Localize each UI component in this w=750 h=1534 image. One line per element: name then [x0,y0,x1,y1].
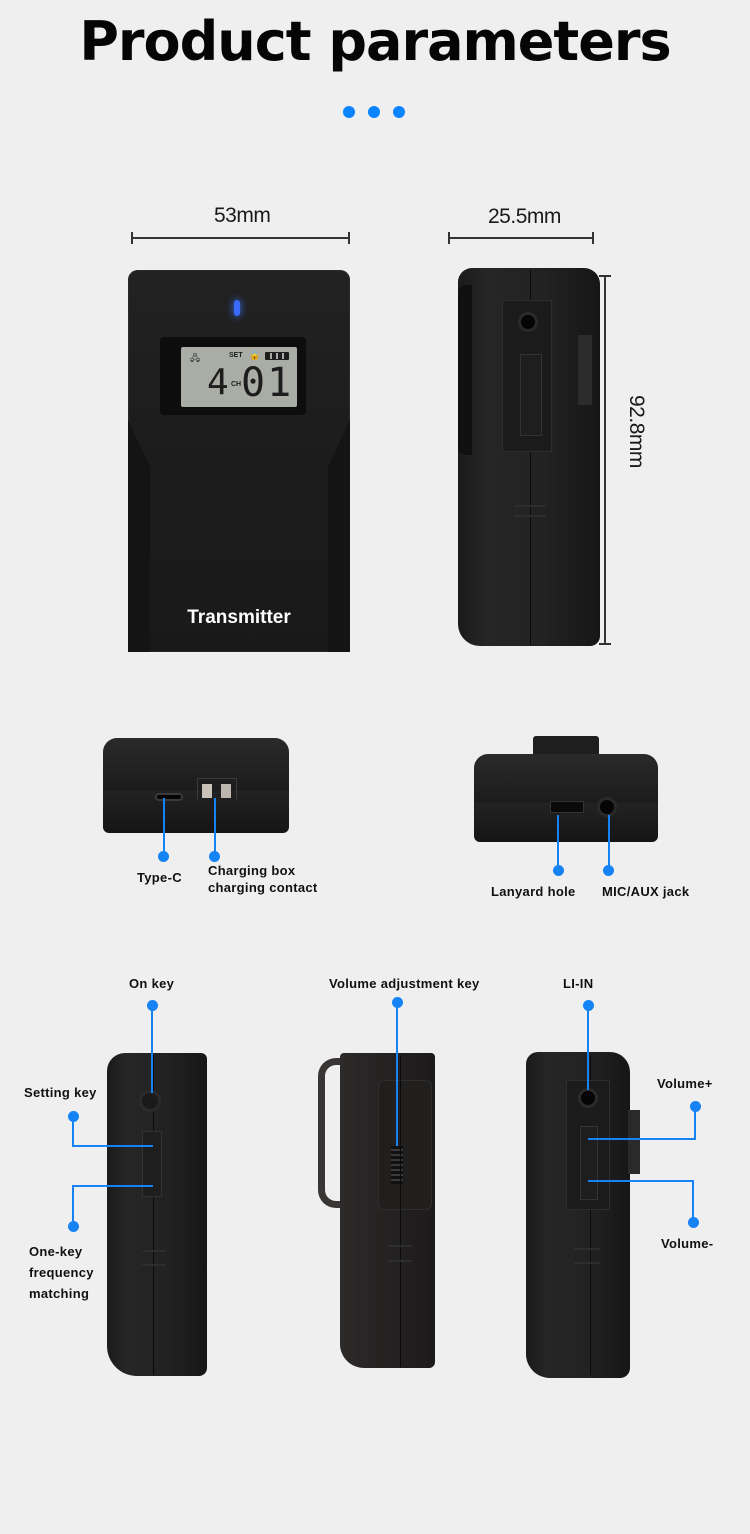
power-button-icon [139,1090,161,1112]
mic-aux-jack-icon [597,797,617,817]
width-dimension-label: 53mm [214,204,271,227]
lcd-screen: 🖧 SET 🔒 4 CH 01 [181,347,297,407]
lcd-set-indicator: SET [229,352,243,359]
callout-line [587,1005,589,1090]
mic-aux-jack-label: MIC/AUX jack [602,884,690,899]
transmitter-bottom-view [103,738,289,833]
callout-line [694,1106,696,1139]
callout-line [72,1185,74,1223]
transmitter-top-view [474,754,658,842]
callout-dot-icon [553,865,564,876]
back-panel [378,1080,432,1210]
height-dimension-label: 92.8mm [625,395,648,468]
callout-line [608,815,610,871]
setting-buttons [142,1131,162,1197]
callout-line [214,798,216,856]
vent [142,1264,166,1266]
volume-down-label: Volume- [661,1236,714,1251]
body-seam [400,1055,401,1367]
dot-icon [343,106,355,118]
vent [514,515,546,517]
one-key-frequency-label: One-key frequency matching [29,1241,94,1304]
lock-icon: 🔒 [249,350,261,360]
callout-line [692,1180,694,1220]
label-line: One-key [29,1244,83,1259]
label-line: matching [29,1286,90,1301]
thickness-dimension-label: 25.5mm [488,205,561,228]
on-key-label: On key [129,976,175,991]
lanyard-hole-icon [550,801,584,813]
charging-contact-icon [202,784,212,798]
vent [514,505,546,507]
charging-contact-label: Charging box charging contact [208,862,318,896]
lcd-channel-number: 01 [241,360,294,406]
callout-line [72,1185,153,1187]
height-dimension-line [599,275,611,645]
page-title: Product parameters [79,10,671,73]
body-seam [153,1055,154,1375]
lcd-edge [578,335,592,405]
dot-icon [368,106,380,118]
callout-line [163,798,165,856]
vent [142,1250,166,1252]
line-in-jack-icon [578,1088,598,1108]
volume-up-label: Volume+ [657,1076,713,1091]
callout-line [72,1145,153,1147]
vent [388,1245,412,1247]
charging-contact-label-line2: charging contact [208,880,318,895]
charging-contact-frame [197,778,237,800]
callout-line [151,1005,153,1093]
vent [574,1248,600,1250]
callout-dot-icon [603,865,614,876]
lanyard-hole-label: Lanyard hole [491,884,576,899]
callout-line [588,1138,696,1140]
callout-line [557,815,559,871]
transmitter-front-view [128,270,350,652]
dot-icon [393,106,405,118]
callout-dot-icon [158,851,169,862]
belt-clip [318,1058,346,1208]
lcd-channel-label: CH [231,381,242,388]
power-led-icon [234,300,240,316]
battery-icon [265,352,289,360]
charging-contact-label-line1: Charging box [208,863,296,878]
body-seam [530,270,531,645]
body-seam [590,1055,591,1375]
callout-line [72,1116,74,1146]
callout-dot-icon [688,1217,699,1228]
vent [574,1262,600,1264]
decorative-dots [343,106,405,118]
charging-contact-icon [221,784,231,798]
callout-dot-icon [68,1221,79,1232]
belt-clip [458,285,472,455]
volume-adjustment-key-label: Volume adjustment key [329,976,480,991]
callout-line [396,1002,398,1146]
type-c-port-icon [155,793,183,801]
volume-buttons [520,354,542,436]
line-in-label: LI-IN [563,976,594,991]
vent [388,1260,412,1262]
brand-label: Transmitter [187,607,291,628]
callout-line [588,1180,694,1182]
setting-key-label: Setting key [24,1085,97,1100]
lcd-edge [628,1110,640,1174]
volume-wheel-icon [391,1146,403,1184]
lcd-channel-group: 4 [207,362,229,403]
callout-dot-icon [209,851,220,862]
type-c-label: Type-C [137,870,182,885]
thickness-dimension-line [448,232,594,244]
label-line: frequency [29,1265,94,1280]
antenna-icon: 🖧 [190,353,201,363]
line-in-jack-icon [518,312,538,332]
width-dimension-line [131,232,350,244]
